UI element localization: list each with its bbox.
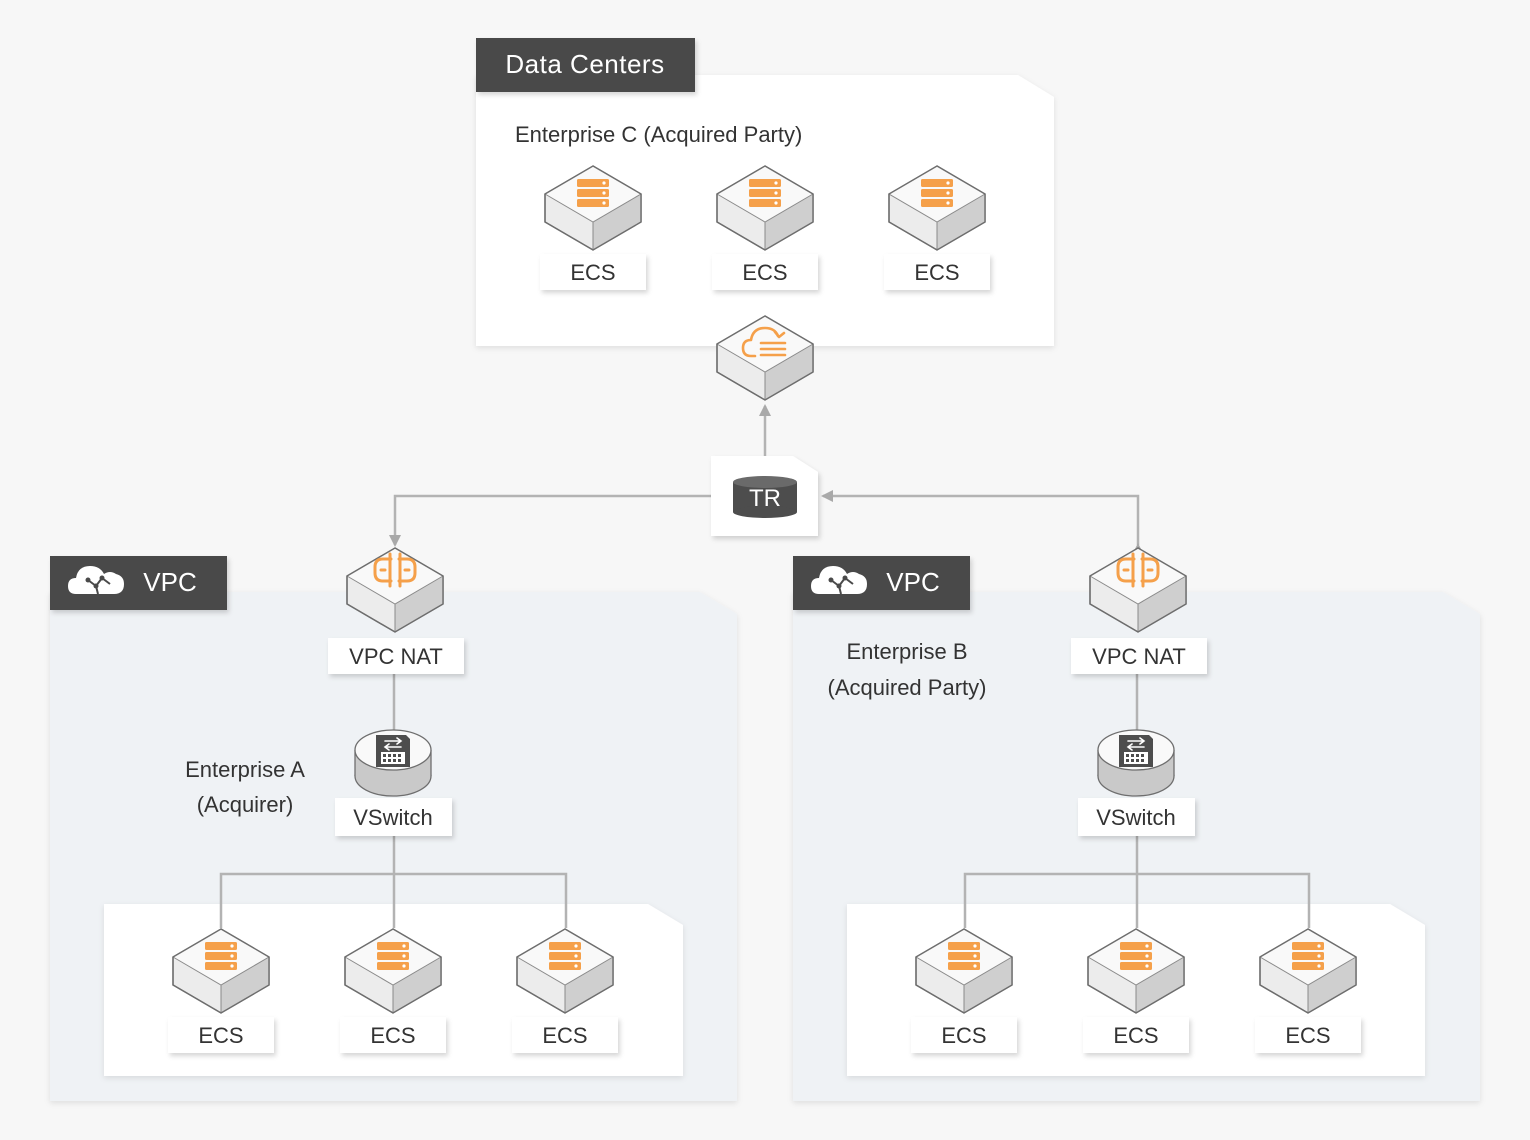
vpc-left-ecs-2-label: ECS <box>370 1023 415 1048</box>
vpc-right-vswitch[interactable] <box>1097 729 1175 797</box>
server-icon <box>921 179 953 207</box>
enterprise-a-label-line1: Enterprise A <box>185 757 305 782</box>
vpc-right-nat-label: VPC NAT <box>1092 644 1186 669</box>
vpc-right-ecs-2-label: ECS <box>1113 1023 1158 1048</box>
server-icon <box>948 942 980 970</box>
vpc-left-vswitch-label: VSwitch <box>353 805 432 830</box>
enterprise-c-label: Enterprise C (Acquired Party) <box>515 122 802 147</box>
cloud-icon <box>811 566 867 595</box>
transit-router-label: TR <box>749 485 781 512</box>
vpc-left-ecs-3-label: ECS <box>542 1023 587 1048</box>
vswitch-icon <box>354 729 432 797</box>
vpc-right-ecs-3-label: ECS <box>1285 1023 1330 1048</box>
vpc-left-ecs-1-label: ECS <box>198 1023 243 1048</box>
vpc-right-header-label: VPC <box>886 567 939 597</box>
server-icon <box>549 942 581 970</box>
server-icon <box>1120 942 1152 970</box>
vpc-left-nat-label: VPC NAT <box>349 644 443 669</box>
dc-ecs-2-label: ECS <box>742 260 787 285</box>
vswitch-icon <box>1097 729 1175 797</box>
data-centers-group: Data Centers Enterprise C (Acquired Part… <box>476 38 1054 346</box>
enterprise-a-label-line2: (Acquirer) <box>197 792 294 817</box>
cloud-icon <box>68 566 124 595</box>
connector-lines <box>219 404 1311 928</box>
tr-to-right-nat-link <box>821 490 1144 555</box>
tr-to-left-nat-link <box>389 494 712 547</box>
transit-router[interactable]: TR <box>711 456 818 536</box>
server-icon <box>749 179 781 207</box>
vpc-left-header-label: VPC <box>143 567 196 597</box>
dc-ecs-1-label: ECS <box>570 260 615 285</box>
vpc-right-ecs-1-label: ECS <box>941 1023 986 1048</box>
vpc-right-vswitch-label: VSwitch <box>1096 805 1175 830</box>
server-icon <box>577 179 609 207</box>
server-icon <box>1292 942 1324 970</box>
enterprise-b-label-line1: Enterprise B <box>846 639 967 664</box>
enterprise-b-label-line2: (Acquired Party) <box>828 675 987 700</box>
data-centers-header-label: Data Centers <box>505 49 664 79</box>
dc-ecs-3-label: ECS <box>914 260 959 285</box>
vpc-left-vswitch[interactable] <box>354 729 432 797</box>
transit-router-icon <box>733 476 797 518</box>
server-icon <box>377 942 409 970</box>
data-centers-header: Data Centers <box>476 38 695 92</box>
server-icon <box>205 942 237 970</box>
